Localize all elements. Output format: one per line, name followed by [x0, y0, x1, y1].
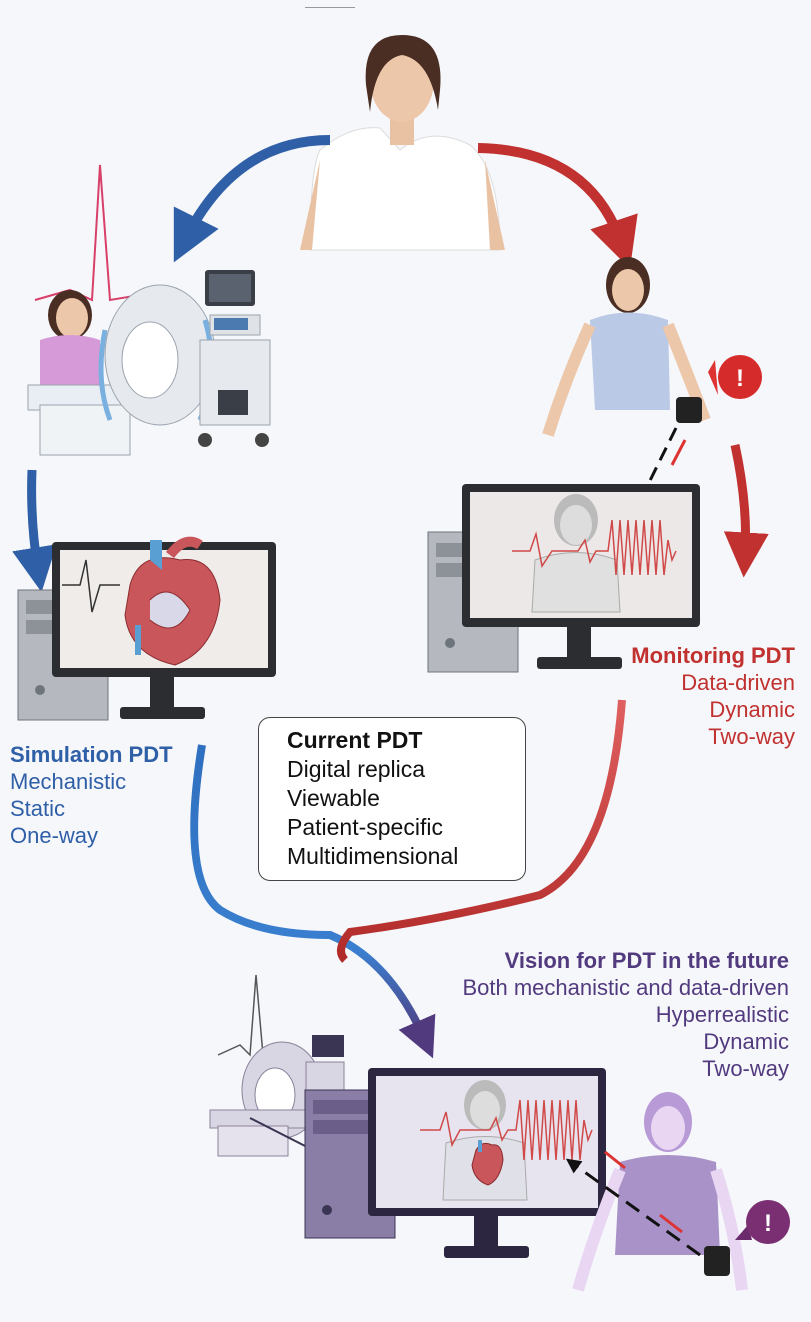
alert-symbol-future: !: [764, 1210, 772, 1237]
monitoring-trait: Two-way: [708, 724, 795, 749]
monitoring-title: Monitoring PDT: [631, 643, 795, 668]
computer-monitor-icon-simulation: [17, 536, 276, 721]
patient-figure-top: [300, 35, 505, 251]
current-pdt-box: Current PDT Digital replica Viewable Pat…: [258, 717, 526, 881]
ecg-trace-left: [34, 164, 141, 302]
current-title: Current PDT: [287, 727, 423, 753]
ecg-trace-future-left: [217, 974, 281, 1057]
current-trait: Patient-specific: [287, 814, 443, 840]
vision-pdt-label: Vision for PDT in the future Both mechan…: [462, 950, 789, 1085]
computer-monitor-icon-monitoring: [427, 484, 700, 673]
vision-trait: Dynamic: [703, 1029, 789, 1054]
current-trait: Multidimensional: [287, 843, 459, 869]
ecg-trace-simulation: [62, 559, 120, 613]
ultrasound-cart-icon: [198, 270, 271, 447]
alert-icon-right: !: [708, 355, 762, 399]
simulation-trait: One-way: [10, 823, 99, 848]
patient-figure-right: [542, 257, 711, 437]
data-link-future-red-2: [659, 1213, 683, 1234]
monitoring-pdt-label: Monitoring PDT Data-driven Dynamic Two-w…: [631, 645, 795, 753]
vision-title: Vision for PDT in the future: [504, 948, 789, 973]
alert-icon-future: !: [735, 1200, 790, 1244]
patient-figure-future: [572, 1092, 748, 1292]
data-link-future-red-1: [604, 1150, 626, 1170]
alert-symbol-right: !: [736, 365, 744, 392]
arrow-down-right: [723, 444, 769, 578]
vision-trait: Both mechanistic and data-driven: [462, 975, 789, 1000]
smartwatch-icon-right: [676, 397, 702, 423]
smartwatch-icon-future: [704, 1246, 730, 1276]
arrow-to-simulation: [173, 135, 331, 263]
arrow-to-monitoring: [477, 143, 638, 269]
heart-icon: [124, 536, 221, 666]
data-link-future: [565, 1158, 701, 1257]
monitoring-trait: Data-driven: [681, 670, 795, 695]
heart-icon-future: [471, 1140, 504, 1186]
flow-curve-monitoring-to-vision: [337, 699, 626, 963]
data-link-right-red: [670, 439, 687, 466]
cropped-top-label: [305, 0, 355, 8]
current-trait: Viewable: [287, 785, 380, 811]
simulation-trait: Mechanistic: [10, 769, 127, 794]
flow-curve-simulation-to-vision: [190, 744, 436, 1059]
arrow-down-left: [12, 469, 57, 593]
vision-trait: Two-way: [702, 1056, 789, 1081]
patient-scan-silhouette: [531, 494, 621, 613]
current-trait: Digital replica: [287, 756, 426, 782]
simulation-trait: Static: [10, 796, 66, 821]
simulation-pdt-label: Simulation PDT Mechanistic Static One-wa…: [10, 744, 173, 852]
vision-trait: Hyperrealistic: [655, 1002, 789, 1027]
ecg-trace-monitoring: [512, 519, 677, 576]
ecg-trace-future: [420, 1099, 593, 1161]
mri-scanner-icon: [27, 164, 216, 456]
computer-monitor-icon-future: [304, 1068, 606, 1258]
simulation-title: Simulation PDT: [10, 742, 173, 767]
monitoring-trait: Dynamic: [709, 697, 795, 722]
